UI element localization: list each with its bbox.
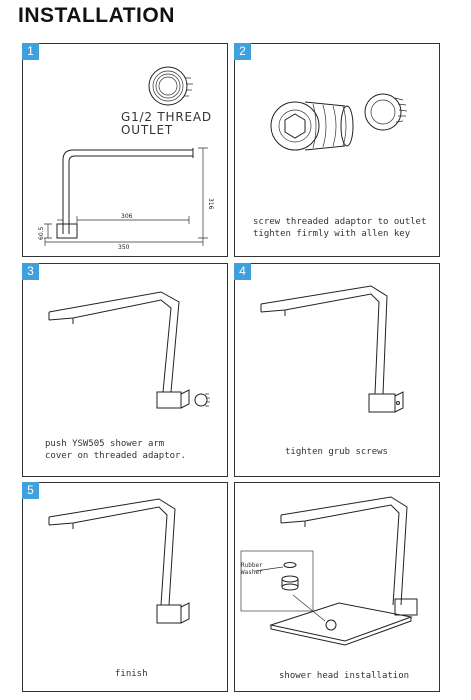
grub-screw-drawing xyxy=(260,285,404,413)
outlet-label-2: OUTLET xyxy=(121,123,173,137)
step-4-panel: 4 tighten grub screws xyxy=(234,263,440,477)
dim-height: 316 xyxy=(207,198,214,210)
rubber-washer-label-2: Washer xyxy=(241,569,263,576)
page-title: INSTALLATION xyxy=(18,4,175,27)
arm-outline xyxy=(56,148,194,239)
step-3-caption-2: cover on threaded adaptor. xyxy=(45,451,186,461)
dim-total-width: 350 xyxy=(118,244,130,251)
step-5-caption-1: finish xyxy=(115,669,148,679)
thread-outlet-icon xyxy=(148,66,193,106)
dim-base: 60.5 xyxy=(38,226,45,240)
step-number-badge: 4 xyxy=(234,263,251,280)
washer-detail-box xyxy=(240,550,314,612)
step-6-panel: Rubber Washer shower head installation xyxy=(234,482,440,692)
shower-arm-icon xyxy=(48,291,210,409)
shower-arm-icon xyxy=(260,285,404,413)
washer-pointer-line xyxy=(292,594,326,622)
shower-arm-icon xyxy=(48,498,190,624)
arm-cover-drawing xyxy=(48,291,210,409)
outlet-label-1: G1/2 THREAD xyxy=(121,110,212,124)
step-3-panel: 3 push YSW505 shower arm cover on thread… xyxy=(22,263,228,477)
shower-head-icon xyxy=(269,602,413,646)
step-number-badge: 1 xyxy=(22,43,39,60)
rubber-washer-label-1: Rubber xyxy=(241,562,263,569)
step-5-panel: 5 finish xyxy=(22,482,228,692)
shower-head-drawing xyxy=(240,496,418,646)
step-3-caption-1: push YSW505 shower arm xyxy=(45,439,165,449)
step-1-panel: 1 306 350 316 60.5 G1/2 THREAD xyxy=(22,43,228,257)
step-6-caption-1: shower head installation xyxy=(279,671,410,681)
dimension-lines xyxy=(44,147,208,246)
threaded-adaptor-icon xyxy=(270,101,354,151)
finished-arm-drawing xyxy=(48,498,190,624)
step-number-badge: 3 xyxy=(22,263,39,280)
adaptor-drawing xyxy=(270,93,408,151)
step-number-badge: 2 xyxy=(234,43,251,60)
dim-arm-width: 306 xyxy=(121,213,133,220)
step-2-panel: 2 screw threaded adaptor to outlet tight… xyxy=(234,43,440,257)
shower-arm-icon xyxy=(280,496,418,616)
step-2-caption-2: tighten firmly with allen key xyxy=(253,229,411,239)
rubber-washer-icon xyxy=(254,562,299,591)
step-2-caption-1: screw threaded adaptor to outlet xyxy=(253,217,427,227)
arm-dimension-drawing: 306 350 316 60.5 xyxy=(38,66,214,251)
step-number-badge: 5 xyxy=(22,482,39,499)
step-4-caption-1: tighten grub screws xyxy=(285,447,388,457)
wall-outlet-icon xyxy=(364,93,408,131)
